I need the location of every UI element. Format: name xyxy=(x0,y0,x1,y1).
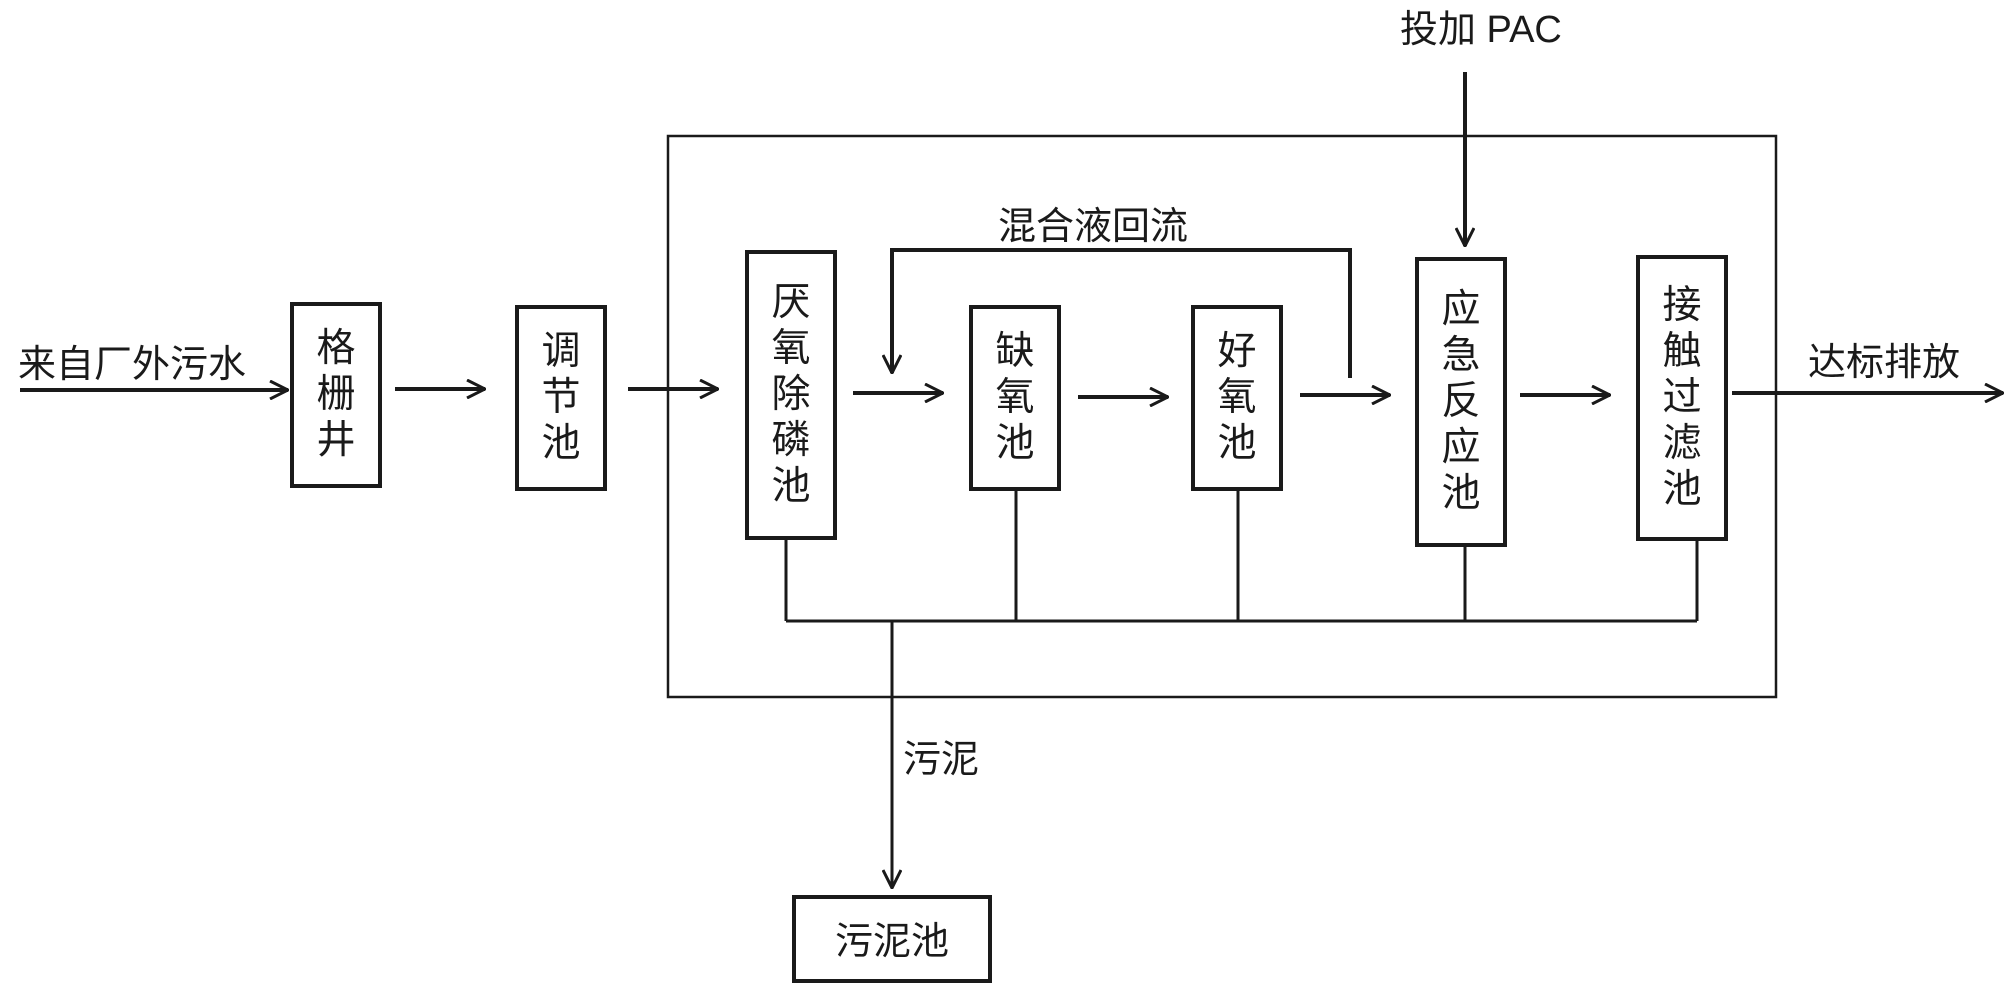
pac-dosing-label: 投加 PAC xyxy=(1400,9,1562,51)
unit-char: 接 xyxy=(1662,283,1702,328)
sludge-tank-label: 污泥池 xyxy=(834,919,949,963)
unit-char: 触 xyxy=(1662,329,1702,374)
unit-char: 厌 xyxy=(771,280,811,325)
anaerobic-p-removal-tank-box: 厌 氧 除 磷 池 xyxy=(745,250,837,540)
unit-char: 氧 xyxy=(995,375,1035,420)
unit-char: 池 xyxy=(1662,467,1702,512)
emergency-reaction-tank-box: 应 急 反 应 池 xyxy=(1415,257,1507,547)
contact-filter-tank-label: 接 触 过 滤 池 xyxy=(1640,283,1724,513)
unit-char: 井 xyxy=(316,418,356,463)
unit-char: 过 xyxy=(1662,375,1702,420)
unit-char: 氧 xyxy=(1217,375,1257,420)
grille-well-label: 格 栅 井 xyxy=(294,326,378,464)
treatment-enclosure xyxy=(666,134,1778,699)
unit-char: 池 xyxy=(541,421,581,466)
unit-char: 池 xyxy=(1217,421,1257,466)
inflow-label: 来自厂外污水 xyxy=(18,342,247,386)
unit-char: 缺 xyxy=(995,329,1035,374)
sludge-label: 污泥 xyxy=(903,737,980,781)
aerobic-tank-label: 好 氧 池 xyxy=(1195,329,1279,467)
anoxic-tank-label: 缺 氧 池 xyxy=(973,329,1057,467)
unit-char: 氧 xyxy=(771,326,811,371)
unit-char: 节 xyxy=(541,375,581,420)
anaerobic-p-removal-tank-label: 厌 氧 除 磷 池 xyxy=(749,280,833,510)
unit-char: 反 xyxy=(1441,379,1481,424)
emergency-reaction-tank-label: 应 急 反 应 池 xyxy=(1419,287,1503,517)
mixed-liquor-recycle-label: 混合液回流 xyxy=(998,204,1189,248)
sludge-collection-lines xyxy=(784,491,1699,623)
unit-char: 池 xyxy=(1441,471,1481,516)
unit-char: 滤 xyxy=(1662,421,1702,466)
outflow-label: 达标排放 xyxy=(1808,340,1961,384)
unit-char: 好 xyxy=(1217,329,1257,374)
unit-char: 栅 xyxy=(316,372,356,417)
equalization-tank-box: 调 节 池 xyxy=(515,305,607,491)
sludge-tank-box: 污泥池 xyxy=(792,895,992,983)
unit-char: 急 xyxy=(1441,333,1481,378)
unit-char: 磷 xyxy=(771,418,811,463)
unit-char: 除 xyxy=(771,372,811,417)
aerobic-tank-box: 好 氧 池 xyxy=(1191,305,1283,491)
mixed-liquor-recycle-line xyxy=(892,248,1352,378)
grille-well-box: 格 栅 井 xyxy=(290,302,382,488)
unit-char: 格 xyxy=(316,326,356,371)
unit-char: 应 xyxy=(1441,425,1481,470)
unit-char: 调 xyxy=(541,329,581,374)
contact-filter-tank-box: 接 触 过 滤 池 xyxy=(1636,255,1728,541)
unit-char: 池 xyxy=(995,421,1035,466)
equalization-tank-label: 调 节 池 xyxy=(519,329,603,467)
unit-char: 池 xyxy=(771,464,811,509)
unit-char: 应 xyxy=(1441,287,1481,332)
anoxic-tank-box: 缺 氧 池 xyxy=(969,305,1061,491)
